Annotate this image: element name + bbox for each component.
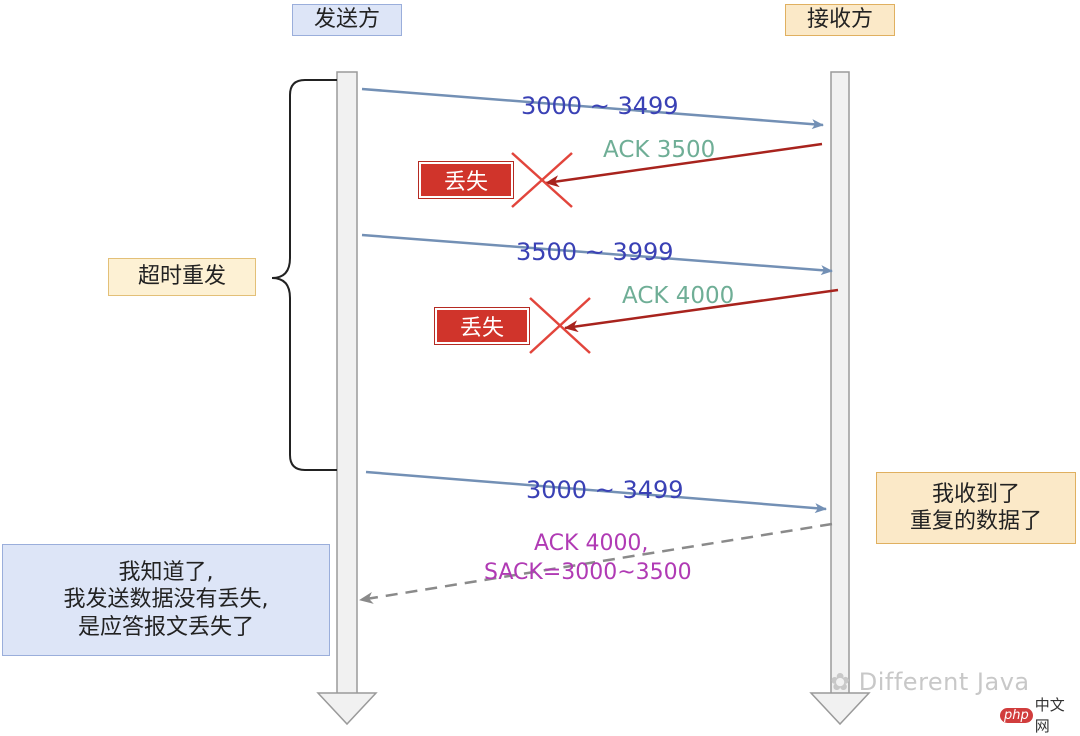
wechat-icon: ✿ [830,668,859,696]
sack-label: ACK 4000, SACK=3000~3500 [484,530,692,587]
receiver-note-line2: 重复的数据了 [909,509,1042,534]
timeout-brace [271,79,337,471]
segment-arrow-2 [361,233,833,276]
logo-text: 中文网 [1034,696,1065,735]
lost-cross-icon-2 [529,297,591,354]
logo-mark: php [1000,707,1033,723]
receiver-lifeline [809,71,871,726]
watermark-text: Different Java [858,668,1030,696]
segment-label-2: 3500 ~ 3999 [516,238,674,266]
sender-note: 我知道了, 我发送数据没有丢失, 是应答报文丢失了 [2,544,330,656]
sender-lifeline [316,71,378,726]
segment-arrow-retransmit [365,470,827,514]
sack-label-line1: ACK 4000, [534,531,649,556]
sender-note-line2: 我发送数据没有丢失, [63,587,269,613]
sack-label-line2: SACK=3000~3500 [484,559,692,585]
receiver-note: 我收到了 重复的数据了 [876,472,1076,544]
segment-arrow-1 [361,87,824,130]
sender-note-line1: 我知道了, [118,559,214,585]
ack-label-2: ACK 4000 [622,283,735,309]
ack-label-1: ACK 3500 [603,137,716,163]
ack-arrow-2 [564,288,839,333]
lost-badge-1: 丢失 [418,161,514,199]
segment-label-retransmit: 3000 ~ 3499 [526,476,684,504]
lost-cross-icon-1 [511,152,573,208]
sender-note-line3: 是应答报文丢失了 [77,614,254,640]
site-logo: php 中文网 [1000,696,1078,735]
watermark: ✿ Different Java [830,668,1030,696]
receiver-label: 接收方 [785,4,895,36]
segment-label-1: 3000 ~ 3499 [521,92,679,120]
receiver-note-line1: 我收到了 [931,481,1020,507]
sender-label: 发送方 [292,4,402,36]
timeout-label: 超时重发 [108,258,256,296]
ack-arrow-1 [545,142,823,188]
lost-badge-2: 丢失 [434,307,530,345]
